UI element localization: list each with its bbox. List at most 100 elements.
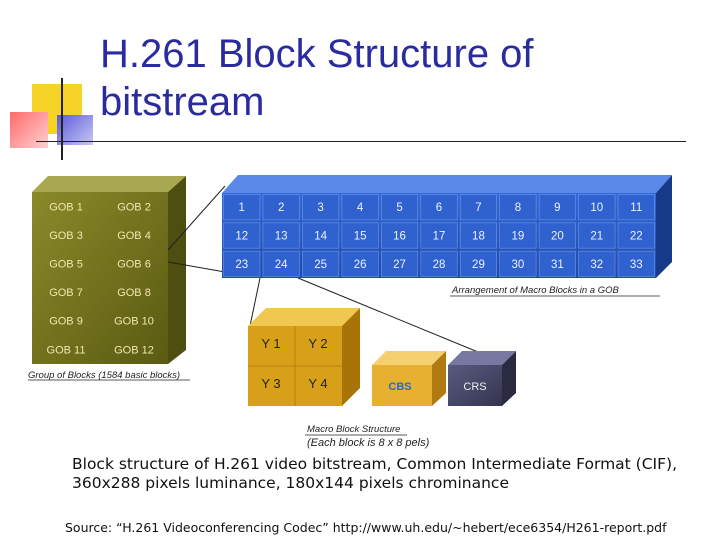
- cr-label: CRS: [463, 381, 486, 393]
- mb-label: Arrangement of Macro Blocks in a GOB: [451, 285, 620, 296]
- mb-cell-label: 10: [590, 202, 603, 214]
- gob-cell-label: GOB 2: [117, 201, 151, 213]
- decor-red-square: [10, 112, 48, 148]
- mb-cell-label: 15: [354, 231, 367, 243]
- mb-cell-label: 12: [235, 231, 248, 243]
- mb-cell: [459, 222, 497, 249]
- mb-cell: [262, 194, 300, 221]
- mb-cell-label: 1: [239, 202, 245, 214]
- mb-cell: [420, 194, 458, 221]
- mb-cell: [223, 194, 261, 221]
- connector-gob-top: [167, 185, 226, 251]
- mb-cell-label: 16: [393, 231, 406, 243]
- luma-y1: Y 1: [261, 336, 280, 351]
- cr-cube-top: [448, 351, 516, 365]
- mb-cell: [302, 250, 340, 277]
- mb-cell-label: 25: [314, 259, 327, 271]
- mb-cell-label: 18: [472, 231, 485, 243]
- gob-cell-label: GOB 11: [47, 344, 86, 356]
- mb-cell-label: 4: [357, 202, 364, 214]
- mb-cell: [420, 250, 458, 277]
- mb-cell-label: 27: [393, 259, 406, 271]
- gob-cell-label: GOB 5: [49, 259, 83, 271]
- mb-cell-label: 22: [630, 231, 643, 243]
- mb-cell: [262, 250, 300, 277]
- mb-cell: [578, 194, 616, 221]
- mb-cell-label: 23: [235, 259, 248, 271]
- decor-horizontal-line: [36, 141, 686, 142]
- mb-cell: [499, 250, 537, 277]
- gob-panel: GOB 1 GOB 2 GOB 3 GOB 4 GOB 5 GOB 6 GOB 7 GOB 8…: [28, 176, 190, 381]
- mb-cell-label: 6: [436, 202, 442, 214]
- connector-mb-right: [297, 277, 479, 353]
- gob-panel-top: [32, 176, 186, 192]
- cb-cube-top: [372, 351, 446, 365]
- gob-cell-label: GOB 10: [114, 316, 154, 328]
- gob-cell-label: GOB 6: [117, 259, 151, 271]
- mb-cell-label: 2: [278, 202, 284, 214]
- gob-cell-label: GOB 9: [49, 316, 83, 328]
- cb-label: CBS: [388, 381, 411, 393]
- macroblock-label-line1: Macro Block Structure: [307, 424, 400, 435]
- mb-cell-label: 14: [314, 231, 327, 243]
- mb-cell-label: 21: [590, 231, 603, 243]
- connector-gob-bottom: [167, 261, 226, 273]
- gob-cell-label: GOB 8: [117, 287, 151, 299]
- mb-cell: [341, 222, 379, 249]
- connector-mb-left: [249, 277, 261, 327]
- mb-cell-label: 28: [433, 259, 446, 271]
- gob-cells: GOB 1 GOB 2 GOB 3 GOB 4 GOB 5 GOB 6 GOB 7 GOB 8…: [47, 201, 154, 356]
- gob-cell-label: GOB 7: [49, 287, 83, 299]
- gob-cell-label: GOB 3: [49, 230, 83, 242]
- mb-cell: [302, 194, 340, 221]
- mb-cell: [578, 250, 616, 277]
- mb-cell: [538, 222, 576, 249]
- cr-cube-side: [502, 351, 516, 406]
- mb-cell: [617, 250, 655, 277]
- mb-cell-label: 9: [554, 202, 560, 214]
- figure-caption: Block structure of H.261 video bitstream…: [72, 455, 678, 492]
- mb-cell-label: 30: [512, 259, 525, 271]
- mb-cell: [459, 194, 497, 221]
- mb-cell: [381, 222, 419, 249]
- luma-cube-side: [342, 308, 360, 406]
- cb-cube-side: [432, 351, 446, 406]
- mb-cell-label: 8: [515, 202, 521, 214]
- mb-cell-label: 26: [354, 259, 367, 271]
- mb-cell: [617, 222, 655, 249]
- mb-cell-label: 3: [317, 202, 323, 214]
- mb-cell: [341, 250, 379, 277]
- mb-panel-top: [222, 175, 672, 193]
- mb-cell: [341, 194, 379, 221]
- mb-cell: [223, 250, 261, 277]
- decor-vertical-line: [61, 78, 63, 160]
- gob-panel-side: [168, 176, 186, 364]
- mb-cell: [381, 194, 419, 221]
- decor-blue-square: [57, 115, 93, 145]
- mb-cell-label: 31: [551, 259, 564, 271]
- gob-cell-label: GOB 4: [117, 230, 151, 242]
- slide-title: H.261 Block Structure of bitstream: [100, 32, 534, 124]
- gob-cell-label: GOB 1: [49, 201, 83, 213]
- source-citation: Source: “H.261 Videoconferencing Codec” …: [65, 520, 667, 535]
- mb-cell: [499, 194, 537, 221]
- gob-cell-label: GOB 12: [114, 344, 154, 356]
- mb-cell: [578, 222, 616, 249]
- mb-cell-label: 17: [433, 231, 446, 243]
- mb-cell: [262, 222, 300, 249]
- mb-cell-label: 20: [551, 231, 564, 243]
- cb-cube-face: [372, 365, 432, 406]
- gob-panel-face: [32, 192, 168, 364]
- mb-cell-label: 29: [472, 259, 485, 271]
- luma-y3: Y 3: [261, 376, 280, 391]
- mb-cell: [381, 250, 419, 277]
- mb-cell: [459, 250, 497, 277]
- mb-cell: [538, 194, 576, 221]
- mb-panel-side: [656, 175, 672, 278]
- mb-cell-label: 33: [630, 259, 643, 271]
- luma-y2: Y 2: [308, 336, 327, 351]
- cr-cube-face: [448, 365, 502, 406]
